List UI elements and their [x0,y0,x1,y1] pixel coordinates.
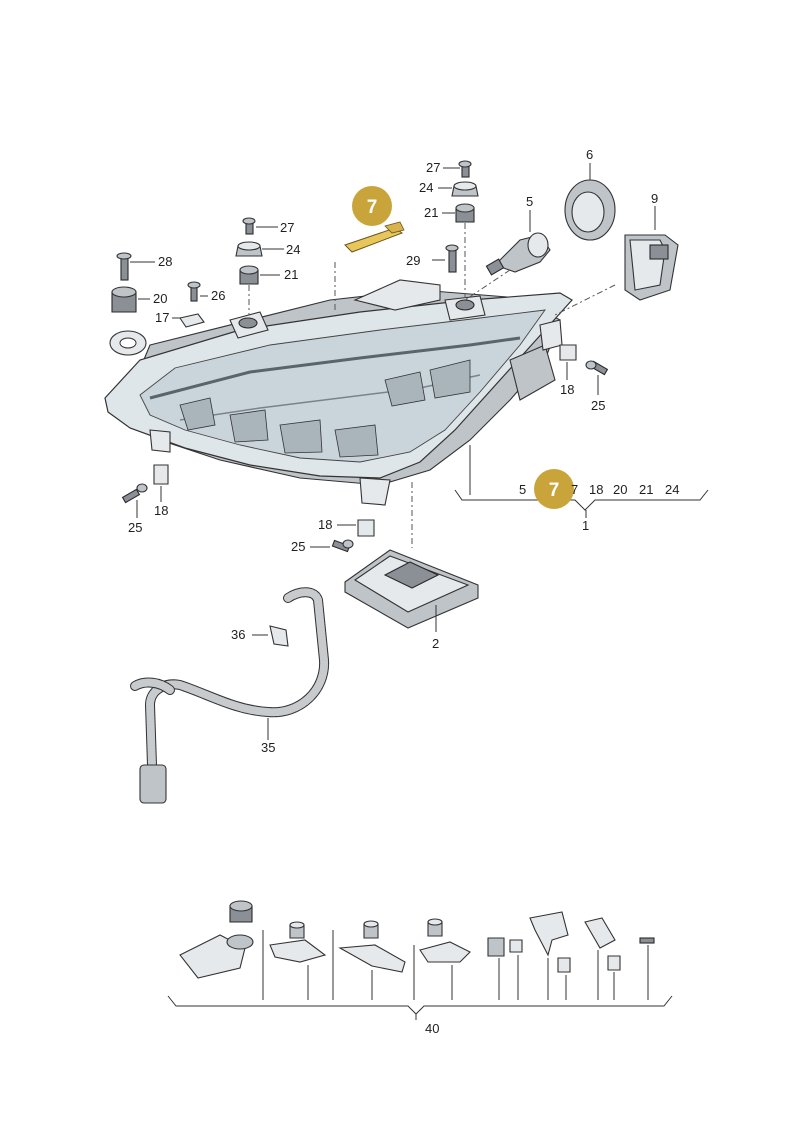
assembly-member-24: 24 [665,482,679,497]
repair-bracket-kit-icon [167,900,673,1020]
callout-40: 40 [425,1021,439,1036]
assembly-member-18: 18 [589,482,603,497]
callout-9: 9 [651,191,658,206]
callout-18-lower-left: 18 [154,503,168,518]
callout-28: 28 [158,254,172,269]
screw-stack-left [235,217,284,315]
assembly-member-5: 5 [519,482,526,497]
callout-17: 17 [155,310,169,325]
callout-29: 29 [406,253,420,268]
callout-6: 6 [586,147,593,162]
highlight-badge-top [352,186,392,226]
screw-stack-top [438,160,479,298]
callout-25-center: 25 [291,539,305,554]
callout-21-left: 21 [284,267,298,282]
callout-2: 2 [432,636,439,651]
led-control-unit-icon [344,482,479,632]
callout-27-left: 27 [280,220,294,235]
assembly-member-7: 7 [571,482,578,497]
highlight-label-list: 7 [549,480,560,501]
vent-hose-icon [130,587,330,804]
fasteners-left [111,252,208,328]
callout-25-right: 25 [591,398,605,413]
assembly-1-bracket [454,445,709,518]
callout-26: 26 [211,288,225,303]
callout-35: 35 [261,740,275,755]
callout-25-lower-left: 25 [128,520,142,535]
callout-18-right: 18 [560,382,574,397]
assembly-member-20: 20 [613,482,627,497]
fasteners-right [559,344,609,395]
assembly-member-21: 21 [639,482,653,497]
headlight-housing-icon [104,279,573,506]
fasteners-center [310,519,375,553]
callout-1: 1 [582,518,589,533]
fasteners-lower-left [121,464,169,518]
callout-5: 5 [526,194,533,209]
callout-36: 36 [231,627,245,642]
callout-21-top: 21 [424,205,438,220]
highlight-label-top: 7 [367,197,378,218]
callout-20: 20 [153,291,167,306]
callout-24-top: 24 [419,180,433,195]
callout-24-left: 24 [286,242,300,257]
highlighted-part-7[interactable]: 7 [334,186,405,310]
assembly-1-members: 5 7 7 18 20 21 24 [519,469,679,509]
rear-components [432,163,679,316]
highlight-badge-list [534,469,574,509]
callout-27-top: 27 [426,160,440,175]
callout-18-center: 18 [318,517,332,532]
